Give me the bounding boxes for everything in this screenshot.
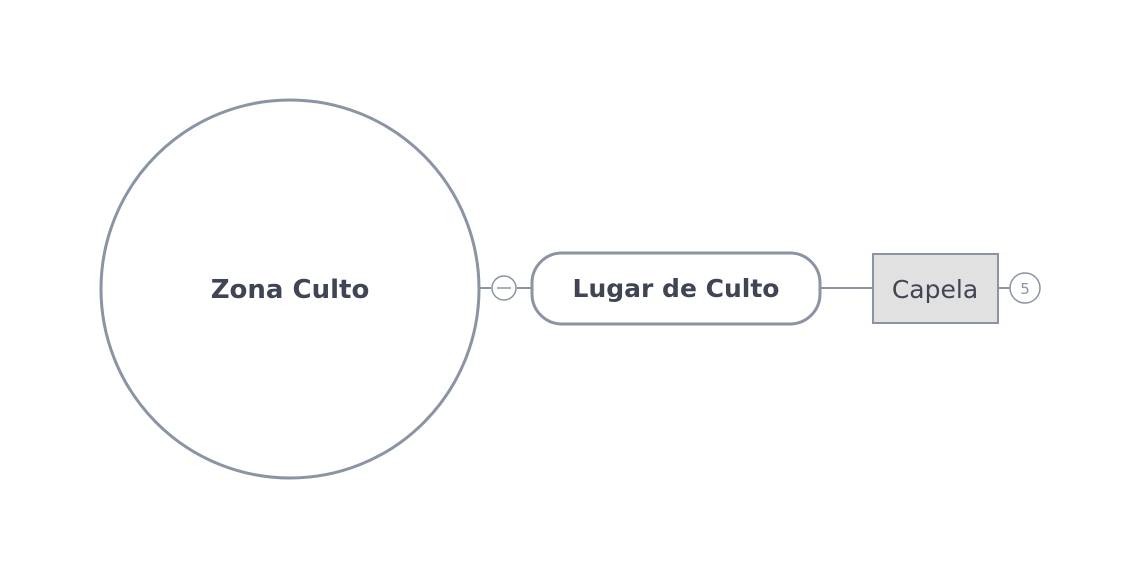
badge-circle[interactable] xyxy=(1009,272,1041,304)
subtopic-node-box xyxy=(872,253,999,324)
topic-node[interactable]: Lugar de Culto xyxy=(530,251,822,326)
root-topic-circle xyxy=(99,98,481,480)
topic-node-box xyxy=(530,251,822,326)
subtopic-node-label: Capela xyxy=(892,275,978,304)
collapse-toggle[interactable] xyxy=(491,275,517,301)
root-topic[interactable]: Zona Culto xyxy=(99,98,481,480)
topic-node-label: Lugar de Culto xyxy=(573,274,780,303)
collapsed-count-label: 5 xyxy=(1020,280,1030,298)
subtopic-node[interactable]: Capela xyxy=(872,253,999,324)
collapsed-count-badge[interactable]: 5 xyxy=(1009,272,1041,304)
root-topic-label: Zona Culto xyxy=(211,275,370,305)
